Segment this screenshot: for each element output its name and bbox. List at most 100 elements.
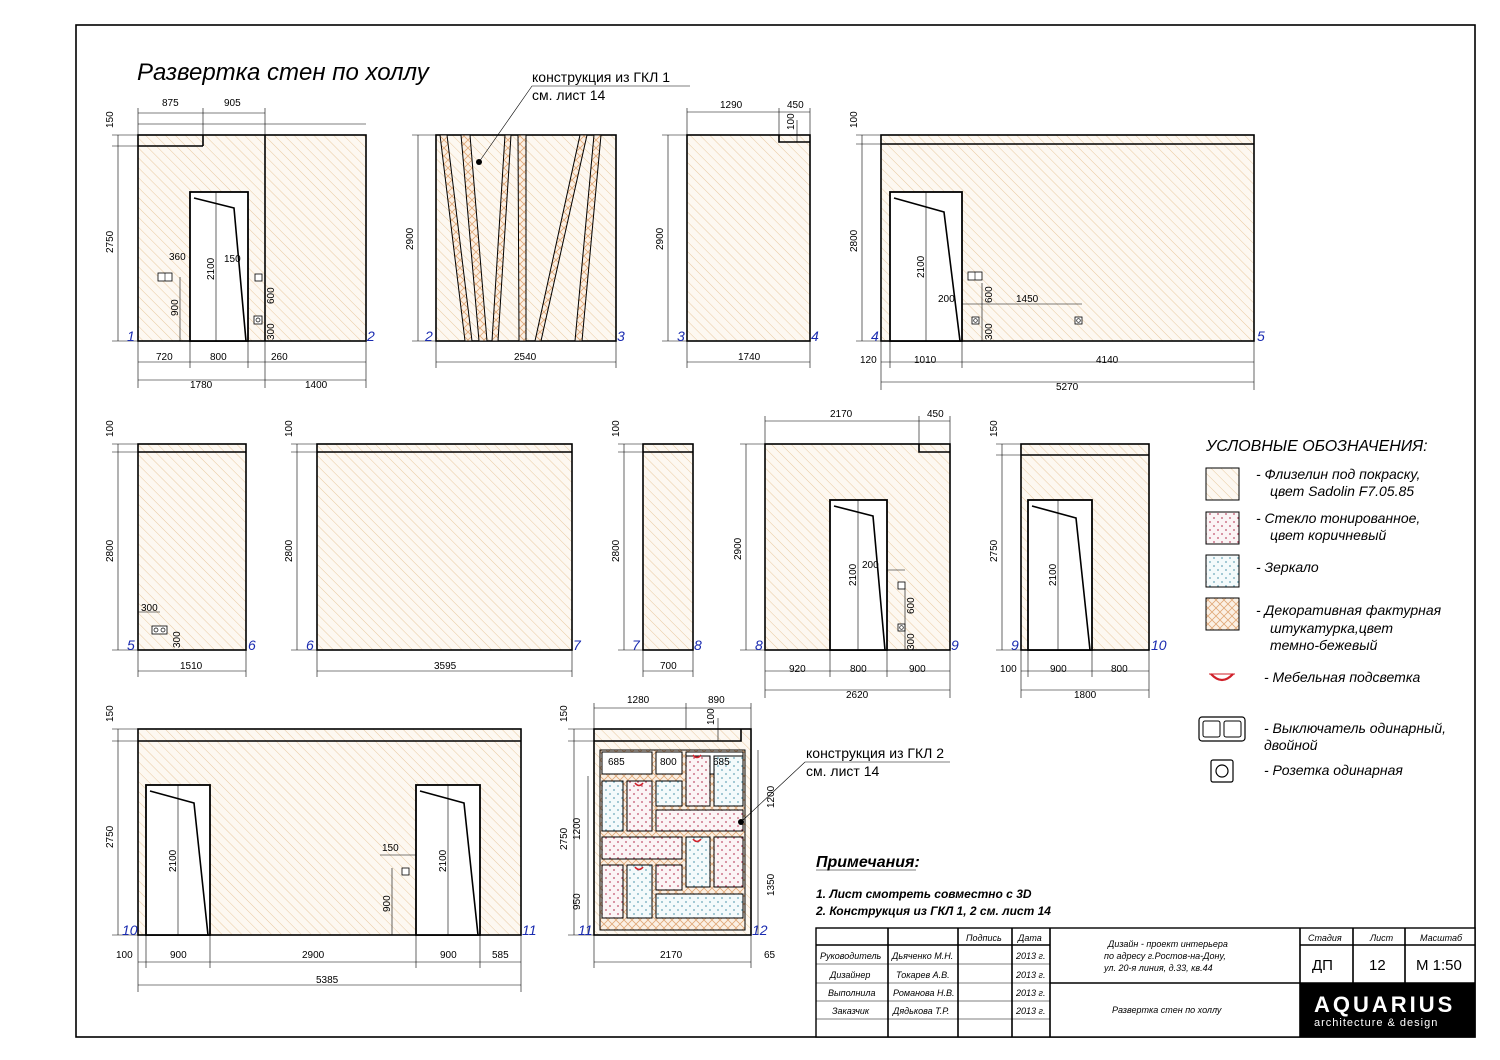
dim-label: 2750 — [105, 230, 116, 253]
tb-role: Выполнила — [828, 988, 876, 998]
axis-label: 11 — [522, 922, 537, 938]
dim-label: 2900 — [302, 950, 325, 961]
dim-label: 800 — [1111, 664, 1128, 675]
wall-elevation-2-3: 2900 2540 2 3 — [405, 85, 690, 368]
dim-label: 2100 — [438, 849, 449, 872]
axis-label: 4 — [811, 328, 819, 344]
dim-label: 100 — [706, 708, 717, 725]
dim-label: 3595 — [434, 661, 457, 672]
legend-text: цвет коричневый — [1270, 527, 1387, 543]
title-block: Подпись Дата Руководитель Дьяченко М.Н. … — [815, 927, 1476, 1038]
dim-label: 1010 — [914, 355, 937, 366]
tb-stage: ДП — [1312, 957, 1333, 974]
switch-single — [897, 581, 906, 590]
dim-label: 2100 — [848, 563, 859, 586]
dim-label: 150 — [559, 705, 570, 722]
dim-label: 2100 — [1048, 563, 1059, 586]
tb-date: 2013 г. — [1015, 970, 1045, 980]
axis-label: 6 — [248, 637, 256, 653]
dim-label: 2540 — [514, 352, 537, 363]
dim-label: 2170 — [660, 950, 683, 961]
dim-label: 150 — [105, 111, 116, 128]
dim-label: 800 — [850, 664, 867, 675]
tb-sheet-label: Лист — [1369, 933, 1394, 943]
legend-text: двойной — [1264, 737, 1318, 753]
dim-label: 5270 — [1056, 382, 1079, 393]
tb-role: Руководитель — [820, 951, 882, 961]
dim-label: 100 — [116, 950, 133, 961]
legend-text: - Флизелин под покраску, — [1256, 466, 1420, 482]
gkl2-panels — [601, 751, 744, 919]
dim-label: 1290 — [720, 100, 743, 111]
dim-label: 920 — [789, 664, 806, 675]
dim-label: 450 — [927, 409, 944, 420]
dim-label: 100 — [786, 113, 797, 130]
axis-label: 9 — [951, 637, 959, 653]
axis-label: 2 — [424, 328, 433, 344]
tb-scale: М 1:50 — [1416, 957, 1462, 974]
note-line: 2. Конструкция из ГКЛ 1, 2 см. лист 14 — [815, 904, 1051, 918]
axis-label: 2 — [366, 328, 375, 344]
tb-name: Токарев А.В. — [896, 970, 950, 980]
dim-label: 300 — [906, 633, 917, 650]
dim-label: 2800 — [611, 539, 622, 562]
tb-sheet-name: Развертка стен по холлу — [1112, 1005, 1222, 1015]
callout-gkl2-line1: конструкция из ГКЛ 2 — [806, 745, 944, 761]
legend-text: - Стекло тонированное, — [1256, 510, 1420, 526]
dim-label: 890 — [708, 695, 725, 706]
tb-name: Романова Н.В. — [893, 988, 955, 998]
legend-text: - Мебельная подсветка — [1264, 669, 1420, 685]
tb-project: ул. 20-я линия, д.33, кв.44 — [1103, 963, 1213, 973]
dim-label: 900 — [1050, 664, 1067, 675]
socket — [971, 316, 980, 325]
tb-date: 2013 г. — [1015, 1006, 1045, 1016]
sheet-title: Развертка стен по холлу — [137, 59, 431, 86]
axis-label: 3 — [617, 328, 625, 344]
dim-label: 1350 — [766, 873, 777, 896]
axis-label: 7 — [632, 637, 641, 653]
dim-label: 685 — [713, 757, 730, 768]
axis-label: 9 — [1011, 637, 1019, 653]
door-leaf — [893, 197, 961, 342]
switch-double — [157, 272, 173, 282]
wall-elevation-4-5: 100 2800 2100 200 600 1450 300 120 1010 … — [849, 111, 1265, 393]
dim-label: 360 — [169, 252, 186, 263]
dim-label: 2750 — [559, 827, 570, 850]
dim-label: 600 — [984, 286, 995, 303]
dim-label: 2100 — [168, 849, 179, 872]
dim-label: 300 — [172, 631, 183, 648]
dim-label: 905 — [224, 98, 241, 109]
door-frame — [189, 191, 249, 342]
dim-label: 700 — [660, 661, 677, 672]
legend-text: - Зеркало — [1256, 559, 1319, 575]
tb-role: Заказчик — [832, 1006, 870, 1016]
dim-label: 1400 — [305, 380, 328, 391]
door-leaf — [1031, 505, 1091, 651]
callout-gkl1-line1: конструкция из ГКЛ 1 — [532, 69, 670, 85]
legend-text: - Розетка одинарная — [1264, 762, 1403, 778]
callout-gkl1-line2: см. лист 14 — [532, 87, 605, 103]
legend-heading: УСЛОВНЫЕ ОБОЗНАЧЕНИЯ: — [1205, 438, 1428, 455]
tb-stage-label: Стадия — [1308, 933, 1342, 943]
dim-label: 150 — [224, 254, 241, 265]
dim-label: 4140 — [1096, 355, 1119, 366]
dim-label: 300 — [984, 323, 995, 340]
door-leaf — [193, 197, 247, 342]
dim-label: 200 — [862, 560, 879, 571]
tb-role: Дизайнер — [829, 970, 870, 980]
wall-elevation-5-6: 100 2800 300 300 1510 5 6 — [105, 420, 256, 677]
axis-label: 11 — [578, 922, 593, 938]
wall-elevation-9-10: 150 2750 2100 100 900 800 1800 9 10 — [989, 420, 1167, 701]
dim-label: 100 — [611, 420, 622, 437]
dim-label: 2100 — [916, 255, 927, 278]
dim-label: 800 — [210, 352, 227, 363]
legend: УСЛОВНЫЕ ОБОЗНАЧЕНИЯ: - Флизелин под пок… — [1198, 438, 1446, 783]
axis-label: 7 — [573, 637, 582, 653]
logo-wordmark: AQUARIUS — [1314, 992, 1455, 1017]
dim-label: 2900 — [405, 227, 416, 250]
socket-double — [151, 625, 168, 635]
dim-label: 900 — [170, 950, 187, 961]
tb-col-date: Дата — [1017, 933, 1042, 943]
dim-label: 1200 — [766, 785, 777, 808]
